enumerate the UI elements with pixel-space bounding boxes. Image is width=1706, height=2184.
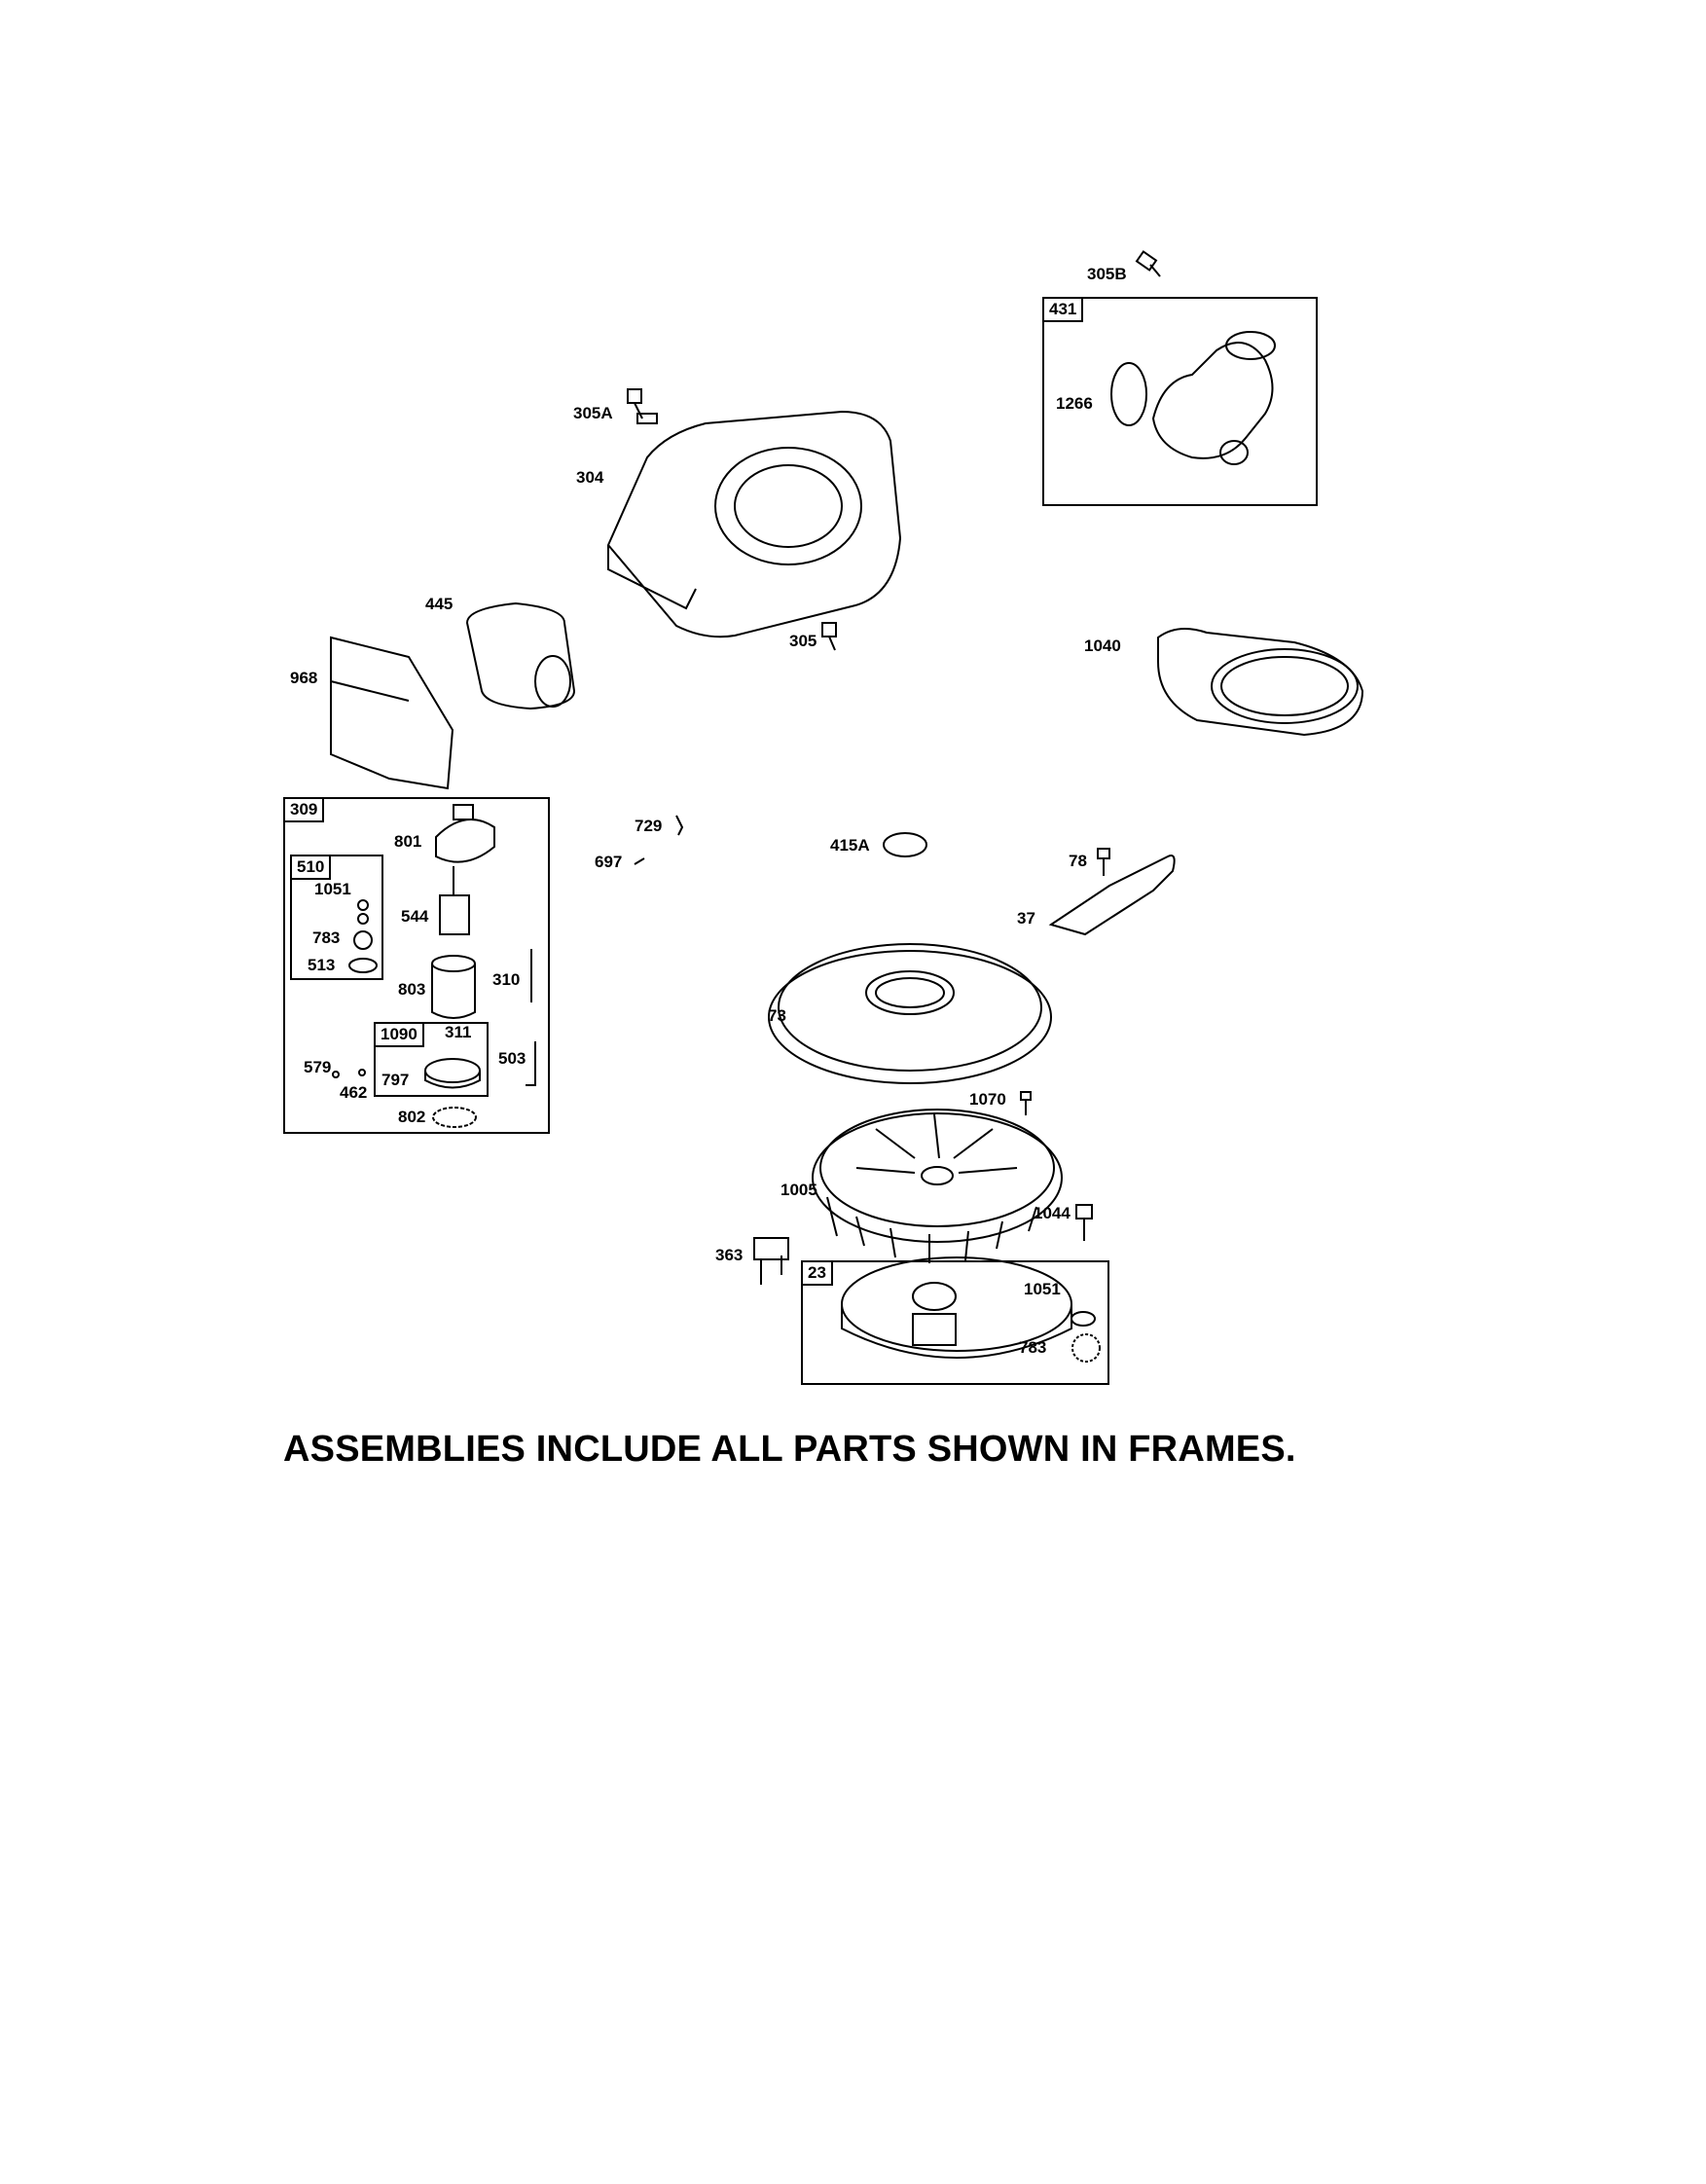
part-label-783-starter: 783 bbox=[312, 928, 341, 947]
part-label-968: 968 bbox=[290, 669, 318, 687]
screw-78-drawing bbox=[1097, 848, 1110, 876]
pinion-510-drawing bbox=[348, 899, 378, 973]
frame-510: 510 bbox=[290, 855, 383, 980]
frame-label-309: 309 bbox=[283, 797, 325, 822]
frame-309: 309 bbox=[283, 797, 550, 1134]
bolt-305b-drawing bbox=[1135, 250, 1161, 277]
bracket-503-drawing bbox=[526, 1041, 536, 1086]
nut-579-drawing bbox=[332, 1071, 340, 1078]
housing-803-drawing bbox=[431, 955, 476, 1019]
part-label-78: 78 bbox=[1069, 852, 1087, 870]
part-label-1051-flywheel: 1051 bbox=[1024, 1280, 1061, 1298]
brush-holder-797-drawing bbox=[424, 1058, 481, 1089]
part-label-445: 445 bbox=[425, 595, 454, 613]
frame-431: 431 bbox=[1042, 297, 1318, 506]
air-filter-445-drawing bbox=[465, 601, 576, 710]
bolt-305-drawing bbox=[821, 622, 837, 651]
part-label-1070: 1070 bbox=[969, 1090, 1006, 1109]
bolt-1044-drawing bbox=[1075, 1204, 1093, 1241]
frame-23: 23 bbox=[801, 1260, 1109, 1385]
part-label-579: 579 bbox=[304, 1058, 332, 1076]
gear-783-drawing bbox=[1071, 1333, 1101, 1363]
armature-363-drawing bbox=[753, 1237, 789, 1285]
o-ring-1266-drawing bbox=[1110, 362, 1147, 426]
rewind-starter-73-drawing bbox=[768, 943, 1052, 1084]
part-label-513: 513 bbox=[308, 956, 336, 974]
blower-housing-304-drawing bbox=[606, 410, 902, 638]
armature-544-drawing bbox=[439, 866, 470, 935]
part-label-1044: 1044 bbox=[1034, 1204, 1071, 1222]
bolt-305a-drawing bbox=[627, 388, 658, 424]
part-label-801: 801 bbox=[394, 832, 422, 851]
part-label-802: 802 bbox=[398, 1108, 426, 1126]
washer-462-drawing bbox=[358, 1069, 366, 1076]
fan-1005-drawing bbox=[812, 1109, 1063, 1263]
clip-729-drawing bbox=[675, 815, 684, 836]
part-label-311: 311 bbox=[445, 1023, 472, 1041]
pin-697-drawing bbox=[634, 857, 645, 865]
frame-1090: 1090 bbox=[374, 1022, 489, 1097]
frame-label-510: 510 bbox=[290, 855, 332, 880]
part-label-415a: 415A bbox=[830, 836, 870, 855]
frame-label-23: 23 bbox=[801, 1260, 833, 1286]
screw-1070-drawing bbox=[1020, 1091, 1032, 1115]
flywheel-23-drawing bbox=[841, 1256, 1072, 1359]
baffle-1040-drawing bbox=[1157, 628, 1364, 737]
part-label-503: 503 bbox=[498, 1049, 526, 1068]
part-label-797: 797 bbox=[381, 1071, 410, 1089]
assemblies-caption: ASSEMBLIES INCLUDE ALL PARTS SHOWN IN FR… bbox=[283, 1429, 1296, 1470]
part-label-803: 803 bbox=[398, 980, 426, 999]
part-label-305b: 305B bbox=[1087, 265, 1127, 283]
part-label-1005: 1005 bbox=[780, 1181, 817, 1199]
part-label-1051-starter: 1051 bbox=[314, 880, 351, 898]
part-label-305: 305 bbox=[789, 632, 817, 650]
part-label-1040: 1040 bbox=[1084, 637, 1121, 655]
elbow-431-drawing bbox=[1151, 331, 1276, 465]
part-label-73: 73 bbox=[768, 1006, 786, 1025]
part-label-544: 544 bbox=[401, 907, 429, 926]
cover-968-drawing bbox=[330, 636, 454, 790]
cap-415a-drawing bbox=[883, 832, 927, 857]
washer-1051-drawing bbox=[1071, 1311, 1096, 1327]
part-label-310: 310 bbox=[492, 970, 521, 989]
part-label-363: 363 bbox=[715, 1246, 744, 1264]
part-label-304: 304 bbox=[576, 468, 604, 487]
guard-37-drawing bbox=[1048, 855, 1176, 936]
part-label-1266: 1266 bbox=[1056, 394, 1093, 413]
frame-label-1090: 1090 bbox=[374, 1022, 424, 1047]
plate-802-drawing bbox=[432, 1107, 477, 1128]
part-label-37: 37 bbox=[1017, 909, 1035, 928]
part-label-305a: 305A bbox=[573, 404, 613, 422]
part-label-729: 729 bbox=[635, 817, 663, 835]
part-label-783-flywheel: 783 bbox=[1019, 1338, 1047, 1357]
part-label-462: 462 bbox=[340, 1083, 368, 1102]
frame-label-431: 431 bbox=[1042, 297, 1084, 322]
end-cap-801-drawing bbox=[435, 804, 495, 863]
part-label-697: 697 bbox=[595, 853, 623, 871]
